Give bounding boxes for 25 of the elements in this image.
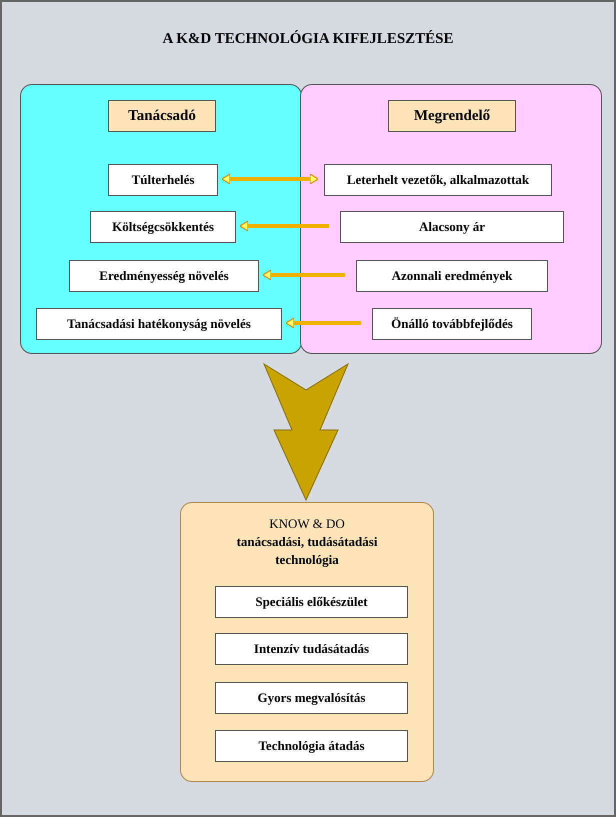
- process-box: Tanácsadási hatékonyság növelés: [36, 308, 282, 340]
- process-box: Azonnali eredmények: [356, 260, 548, 292]
- heading-box: Tanácsadó: [108, 100, 216, 132]
- process-box: Túlterhelés: [108, 164, 218, 196]
- process-box: Speciális előkészület: [215, 586, 408, 618]
- process-box: Leterhelt vezetők, alkalmazottak: [324, 164, 552, 196]
- panel: [300, 84, 602, 354]
- title: A K&D TECHNOLÓGIA KIFEJLESZTÉSE: [161, 29, 455, 49]
- process-box: Alacsony ár: [340, 211, 564, 243]
- process-box: Költségcsökkentés: [90, 211, 236, 243]
- panel: [180, 502, 434, 782]
- heading-box: Megrendelő: [388, 100, 516, 132]
- process-box: Eredményesség növelés: [69, 260, 259, 292]
- process-box: Intenzív tudásátadás: [215, 633, 408, 665]
- panel-heading: KNOW & DO: [269, 515, 345, 533]
- block-arrow: [262, 362, 350, 502]
- arrow: [222, 174, 318, 184]
- process-box: Gyors megvalósítás: [215, 682, 408, 714]
- process-box: Önálló továbbfejlődés: [372, 308, 532, 340]
- arrow: [262, 270, 345, 280]
- process-box: Technológia átadás: [215, 730, 408, 762]
- panel: [20, 84, 302, 354]
- arrow: [240, 220, 329, 232]
- arrow: [286, 318, 361, 328]
- panel-heading: tanácsadási, tudásátadási technológia: [236, 533, 378, 569]
